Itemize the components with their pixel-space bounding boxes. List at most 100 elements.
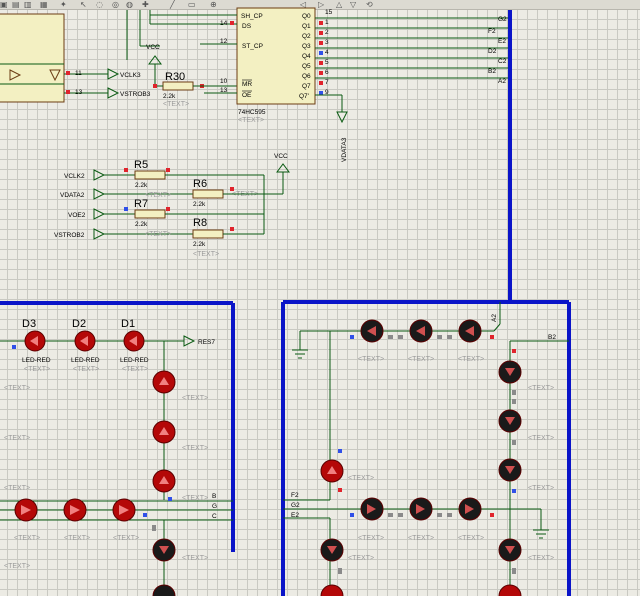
svg-text:Q6: Q6 xyxy=(302,73,311,80)
svg-text:E2: E2 xyxy=(498,38,506,45)
svg-text:B: B xyxy=(212,493,216,500)
led-right-seg-7[interactable] xyxy=(320,584,344,596)
svg-text:F2: F2 xyxy=(488,28,496,35)
svg-text:2.2k: 2.2k xyxy=(193,241,206,248)
net-a2: A2 xyxy=(491,314,498,322)
pin-sh-cp: SH_CP xyxy=(241,13,263,20)
svg-text:<TEXT>: <TEXT> xyxy=(528,385,554,392)
svg-text:2.2k: 2.2k xyxy=(135,221,148,228)
svg-text:<TEXT>: <TEXT> xyxy=(528,435,554,442)
toolbar-icon-18[interactable]: ⟲ xyxy=(366,0,373,9)
r30-resistor[interactable] xyxy=(162,81,194,91)
toolbar-icon-1[interactable]: ▣ xyxy=(0,0,8,9)
buffer-right-icon xyxy=(9,69,22,81)
svg-text:<TEXT>: <TEXT> xyxy=(458,535,484,542)
net-vclk3: VCLK3 xyxy=(120,72,141,79)
svg-text:5: 5 xyxy=(325,59,329,66)
r7-resistor[interactable] xyxy=(134,209,166,219)
toolbar-icon-13[interactable]: ⊕ xyxy=(210,0,217,9)
svg-text:7: 7 xyxy=(325,79,329,86)
toolbar-icon-6[interactable]: ↖ xyxy=(80,0,87,9)
svg-text:G2: G2 xyxy=(498,16,507,23)
pin-13: 13 xyxy=(75,89,83,96)
svg-text:Q7: Q7 xyxy=(302,83,311,90)
svg-text:<TEXT>: <TEXT> xyxy=(182,495,208,502)
buffer-down-icon xyxy=(49,69,61,82)
svg-text:A2: A2 xyxy=(498,78,506,85)
svg-text:Q7': Q7' xyxy=(299,93,309,100)
r30-value: 2.2k xyxy=(163,93,176,100)
svg-text:Q1: Q1 xyxy=(302,23,311,30)
net-vdata3: VDATA3 xyxy=(341,137,348,162)
svg-text:<TEXT>: <TEXT> xyxy=(4,563,30,570)
r30-text: <TEXT> xyxy=(163,101,189,108)
svg-text:<TEXT>: <TEXT> xyxy=(113,535,139,542)
toolbar-icon-2[interactable]: ▤ xyxy=(12,0,20,9)
svg-text:2.2k: 2.2k xyxy=(193,201,206,208)
toolbar-icon-8[interactable]: ◎ xyxy=(112,0,119,9)
toolbar-icon-4[interactable]: ▦ xyxy=(40,0,48,9)
svg-text:<TEXT>: <TEXT> xyxy=(122,366,148,373)
r8-resistor[interactable] xyxy=(192,229,224,239)
svg-text:LED-RED: LED-RED xyxy=(120,357,149,364)
svg-text:<TEXT>: <TEXT> xyxy=(24,366,50,373)
svg-text:9: 9 xyxy=(325,89,329,96)
ic-text: <TEXT> xyxy=(238,117,264,124)
toolbar-icon-10[interactable]: ✚ xyxy=(142,0,149,9)
net-vclk2: VCLK2 xyxy=(64,173,85,180)
toolbar-icon-15[interactable]: ▷ xyxy=(318,0,325,9)
net-vdata2: VDATA2 xyxy=(60,192,85,199)
svg-text:<TEXT>: <TEXT> xyxy=(408,356,434,363)
net-g2: G2 xyxy=(291,502,300,509)
svg-text:R6: R6 xyxy=(193,178,207,190)
r5-resistor[interactable] xyxy=(134,170,166,180)
resistor-block: VCLK2 VDATA2 VOE2 VSTROB2 R5 2.2k R6 2.2… xyxy=(54,153,290,258)
svg-text:R5: R5 xyxy=(134,159,148,171)
toolbar-icon-12[interactable]: ▭ xyxy=(188,0,196,9)
toolbar-icon-17[interactable]: ▽ xyxy=(350,0,357,9)
toolbar-icon-3[interactable]: ▥ xyxy=(24,0,32,9)
svg-text:<TEXT>: <TEXT> xyxy=(348,475,374,482)
svg-text:<TEXT>: <TEXT> xyxy=(182,555,208,562)
toolbar-icon-11[interactable]: ╱ xyxy=(170,0,175,9)
svg-text:1: 1 xyxy=(325,19,329,26)
svg-text:<TEXT>: <TEXT> xyxy=(182,395,208,402)
svg-text:15: 15 xyxy=(325,9,333,16)
svg-text:<TEXT>: <TEXT> xyxy=(73,366,99,373)
vcc-label-top: VCC xyxy=(146,44,160,51)
svg-text:<TEXT>: <TEXT> xyxy=(64,535,90,542)
toolbar-icon-7[interactable]: ◌ xyxy=(96,0,103,9)
ic-part-name: 74HC595 xyxy=(238,109,266,116)
toolbar-icon-16[interactable]: △ xyxy=(336,0,343,9)
left-display: RES7 D3 D2 D1 LED-RED LED-RED LED-RED <T… xyxy=(0,301,235,596)
svg-text:<TEXT>: <TEXT> xyxy=(145,231,171,238)
svg-text:Q5: Q5 xyxy=(302,63,311,70)
svg-text:<TEXT>: <TEXT> xyxy=(193,251,219,258)
output-wires: VDATA3 xyxy=(315,17,508,162)
svg-text:LED-RED: LED-RED xyxy=(71,357,100,364)
led-right-seg-8[interactable] xyxy=(498,584,522,596)
svg-text:<TEXT>: <TEXT> xyxy=(182,445,208,452)
r6-resistor[interactable] xyxy=(192,189,224,199)
pin-11: 11 xyxy=(75,70,82,77)
svg-text:<TEXT>: <TEXT> xyxy=(528,555,554,562)
net-vstrob3: VSTROB3 xyxy=(120,91,151,98)
svg-text:D1: D1 xyxy=(121,318,135,330)
right-net-labels: G2 F2 E2 D2 C2 B2 A2 xyxy=(488,16,507,85)
svg-text:14: 14 xyxy=(220,20,228,27)
r30-label: R30 xyxy=(165,71,185,83)
svg-text:<TEXT>: <TEXT> xyxy=(358,535,384,542)
svg-text:2.2k: 2.2k xyxy=(135,182,148,189)
left-ic-block[interactable] xyxy=(0,13,65,103)
vcc-label-resistors: VCC xyxy=(274,153,288,160)
led-left-seg-8[interactable] xyxy=(152,584,176,596)
toolbar-icon-14[interactable]: ◁ xyxy=(300,0,307,9)
svg-text:LED-RED: LED-RED xyxy=(22,357,51,364)
svg-text:Q0: Q0 xyxy=(302,13,311,20)
toolbar-icon-9[interactable]: ◍ xyxy=(126,0,133,9)
ic-74hc595[interactable] xyxy=(236,7,316,105)
svg-text:2: 2 xyxy=(325,29,329,36)
ic-right-pins: Q0 Q1 Q2 Q3 Q4 Q5 Q6 Q7 Q7' 15 1 2 3 4 5… xyxy=(299,9,333,100)
toolbar-icon-5[interactable]: ✦ xyxy=(60,0,67,9)
